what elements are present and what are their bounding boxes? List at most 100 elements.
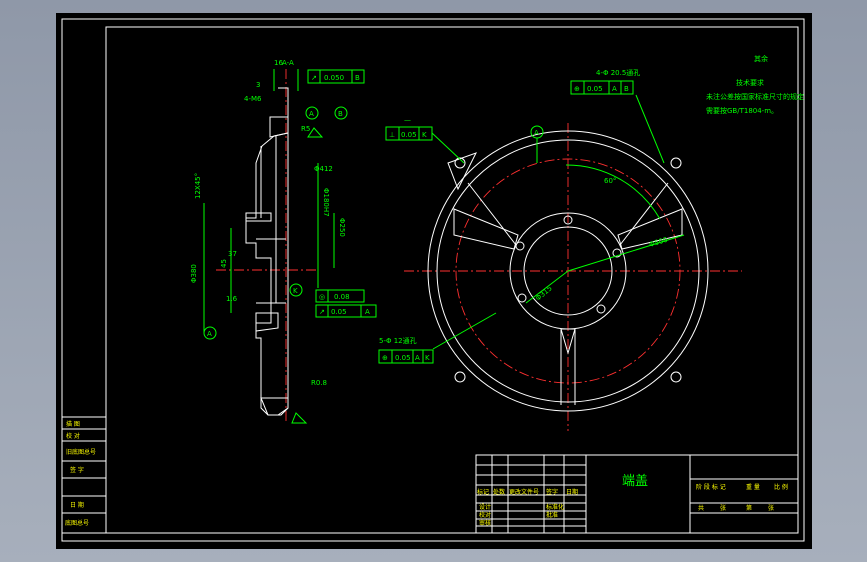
dim-r-fillet: R0.8 (311, 379, 327, 387)
outer-border (61, 18, 805, 542)
title-block: 标记 处数 更改文件号 签字 日期 设计 校对 审核 标准化 批准 端盖 阶 段… (475, 454, 799, 534)
tol-holes-5-datum-k: K (425, 354, 430, 362)
dim-1-6: 1.6 (226, 295, 238, 303)
tol-low-datum: A (365, 308, 370, 316)
dim-phi412: Φ412 (314, 165, 333, 173)
tb-h-stage: 阶 段 标 记 (696, 483, 726, 491)
rib-bottom (560, 328, 576, 355)
tol-holes-4-value: 0.05 (587, 85, 603, 93)
datum-a-marker-section (305, 106, 319, 120)
hub-hole-2 (612, 248, 622, 258)
rib-left (453, 208, 519, 250)
tol-frame-holes-5 (378, 349, 434, 364)
tol-holes-4-datum-b: B (624, 85, 629, 93)
tb-h-sheet: 第 (746, 504, 752, 512)
tb-r-design: 设计 (479, 503, 491, 511)
tol-holes-5-sym: ⊕ (382, 354, 388, 362)
dim-phi380: Φ380 (190, 264, 198, 283)
left-block-row-5: 日 期 (70, 501, 84, 509)
tol-low-sym: ↗ (319, 308, 325, 316)
bore-circle (523, 226, 613, 316)
dim-45: 45 (220, 259, 228, 268)
dim-phi500: Φ500 (648, 236, 668, 249)
datum-k-marker-section (289, 283, 303, 297)
hub-hole-5 (515, 241, 525, 251)
left-block-row-3: 旧底图总号 (66, 448, 96, 456)
tb-r-std: 标准化 (546, 503, 564, 511)
dim-4m6: 4-M6 (244, 95, 262, 103)
left-block-row-6: 底图总号 (65, 519, 89, 527)
tol-flat-sym: ⊥ (389, 131, 395, 139)
dim-phi250: Φ250 (338, 218, 346, 237)
corner-hole-top-right (670, 157, 682, 169)
front-view: Φ500 Φ315 60° 4-Φ 20.5通孔 ⊕ 0.05 A B 5-Φ … (378, 54, 804, 431)
tb-h-date: 日期 (566, 488, 578, 496)
tol-top-value: 0.050 (324, 74, 344, 82)
tb-r-check: 校对 (479, 511, 491, 519)
tol-frame-mid (315, 289, 365, 303)
tol-frame-low (315, 304, 377, 318)
datum-a-label-lower: A (207, 330, 212, 338)
dim-16: 16 (274, 59, 283, 67)
dim-3: 3 (256, 81, 260, 89)
tb-h-file: 更改文件号 (509, 488, 539, 496)
hub-hole-4 (517, 293, 527, 303)
tb-h-zhang-1: 张 (720, 504, 726, 512)
datum-b-label: B (338, 110, 343, 118)
roughness-other: 其余 (754, 54, 768, 63)
dim-angle-60: 60° (604, 177, 616, 185)
tol-mid-sym: ◎ (319, 293, 325, 301)
tb-h-zhang-2: 张 (768, 504, 774, 512)
tol-holes-5-value: 0.05 (395, 354, 411, 362)
tol-frame-top (307, 69, 365, 84)
tb-h-weight: 重 量 (746, 483, 760, 491)
tb-h-scale: 比 例 (774, 483, 788, 491)
tol-frame-holes-4 (570, 80, 634, 95)
hub-hole-3 (596, 304, 606, 314)
datum-b-marker (334, 106, 348, 120)
datum-a-label-section: A (309, 110, 314, 118)
bolt-circle (455, 158, 681, 384)
notes-heading: 技术要求 (736, 78, 764, 87)
datum-a-marker-lower (203, 326, 217, 340)
datum-a-label-front: A (534, 129, 539, 137)
hole-callout-5: 5-Φ 12通孔 (379, 336, 417, 345)
section-label: A-A (282, 59, 294, 67)
tol-holes-4-datum-a: A (612, 85, 617, 93)
left-block-row-2: 校 对 (66, 432, 80, 440)
tb-r-review: 审核 (479, 519, 491, 527)
left-block-row-1: 描 图 (66, 420, 80, 428)
hole-callout-4: 4-Φ 20.5通孔 (596, 68, 640, 77)
tol-flat-value: 0.05 (401, 131, 417, 139)
tol-flat-datum: K (422, 131, 427, 139)
corner-hole-bottom-left (454, 371, 466, 383)
tol-holes-5-datum-a: A (415, 354, 420, 362)
drawing-canvas: 描 图 校 对 旧底图总号 签 字 日 期 底图总号 16 (61, 18, 805, 542)
dim-37: 37 (228, 250, 237, 258)
dim-phi315: Φ315 (534, 284, 554, 302)
tb-h-mark: 标记 (477, 488, 489, 496)
tol-top-datum: B (355, 74, 360, 82)
tol-top-sym: ↗ (311, 74, 317, 82)
tb-r-approve: 批准 (546, 511, 558, 519)
outer-flange-circle (427, 130, 709, 412)
left-block-row-4: 签 字 (70, 466, 84, 474)
drawing-title: 端盖 (622, 474, 648, 489)
datum-k-label-section: K (293, 287, 298, 295)
tol-flat-label: — (404, 116, 411, 124)
note-line-1: 未注公差按国家标准尺寸的规定 (706, 92, 804, 101)
dim-phi180: Φ180H7 (322, 188, 330, 217)
rib-right (617, 208, 683, 250)
hub-hole-1 (563, 215, 573, 225)
dim-r5: R5 (301, 125, 310, 133)
tb-h-count: 处数 (493, 488, 505, 496)
note-line-2: 需要按GB/T1804-m。 (706, 106, 778, 115)
inner-border (105, 26, 799, 534)
tol-holes-4-sym: ⊕ (574, 85, 580, 93)
section-view: 16 3 4-M6 Φ380 45 37 12X45° 1.6 Φ180H7 Φ… (190, 59, 377, 424)
tol-mid-value: 0.08 (334, 293, 350, 301)
left-side-block: 描 图 校 对 旧底图总号 签 字 日 期 底图总号 (61, 416, 107, 534)
corner-hole-top-left (454, 157, 466, 169)
tb-h-sheets: 共 (698, 504, 704, 512)
